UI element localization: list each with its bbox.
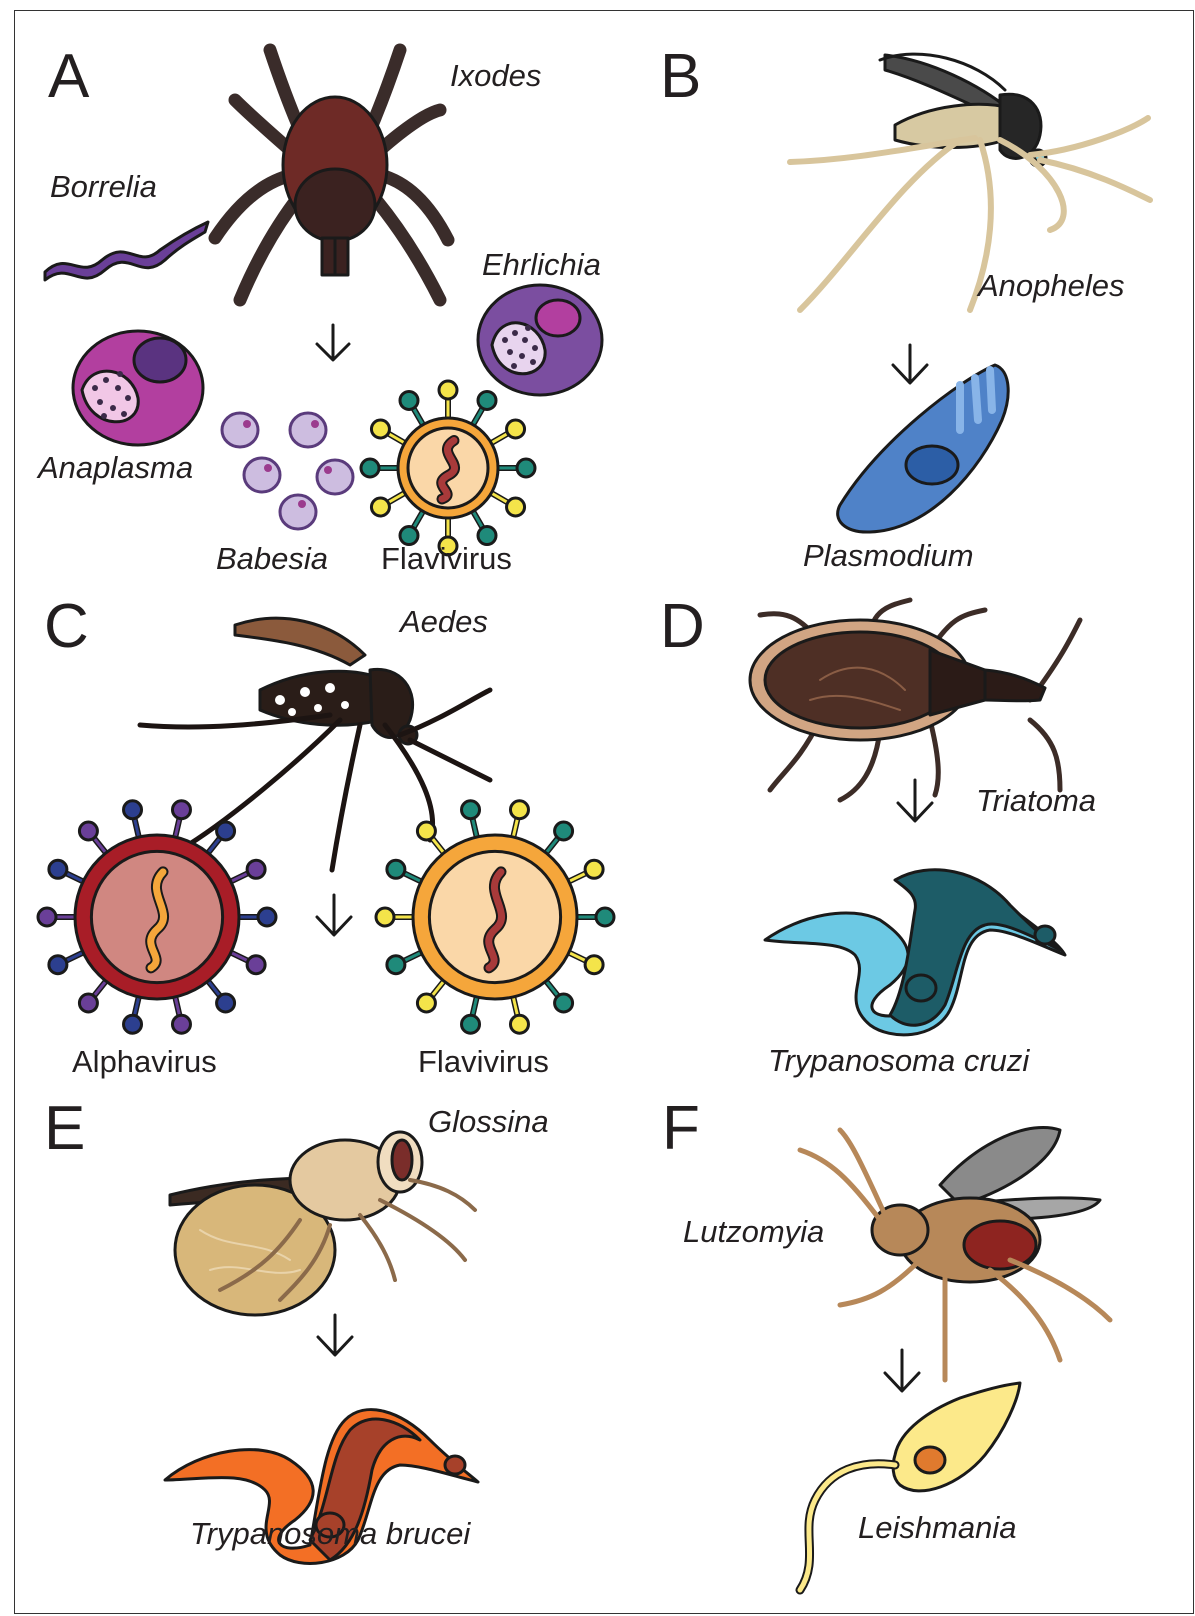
leishmania-promastigote-icon: [800, 1383, 1020, 1590]
flavivirus-c-icon: [376, 801, 614, 1033]
babesia-cluster-icon: [222, 413, 353, 529]
pathogen-label-plasmodium: Plasmodium: [803, 540, 974, 571]
aedes-mosquito-icon: [140, 618, 490, 870]
panel-label-f: F: [662, 1098, 700, 1160]
vector-label-anopheles: Anopheles: [978, 270, 1125, 301]
pathogen-label-borrelia: Borrelia: [50, 171, 157, 202]
vector-label-lutzomyia: Lutzomyia: [683, 1216, 824, 1247]
pathogen-label-anaplasma: Anaplasma: [38, 452, 193, 483]
anaplasma-cell-icon: [73, 331, 203, 445]
arrow-d-icon: [898, 780, 932, 821]
vector-label-aedes: Aedes: [400, 606, 488, 637]
vector-label-ixodes: Ixodes: [450, 60, 541, 91]
trypanosoma-cruzi-icon: [765, 870, 1065, 1035]
pathogen-label-trypanosoma-cruzi: Trypanosoma cruzi: [768, 1045, 1029, 1076]
plasmodium-sporozoite-icon: [838, 365, 1009, 532]
arrow-f-icon: [885, 1350, 919, 1391]
triatoma-bug-icon: [750, 600, 1080, 800]
pathogen-label-trypanosoma-brucei: Trypanosoma brucei: [190, 1518, 470, 1549]
ixodes-tick-icon: [215, 50, 448, 300]
flavivirus-a-icon: [361, 381, 535, 555]
ehrlichia-cell-icon: [478, 285, 602, 395]
vector-label-triatoma: Triatoma: [976, 785, 1096, 816]
panel-label-a: A: [48, 46, 89, 108]
pathogen-label-alphavirus: Alphavirus: [72, 1046, 217, 1077]
pathogen-label-babesia: Babesia: [216, 543, 328, 574]
pathogen-label-ehrlichia: Ehrlichia: [482, 249, 601, 280]
alphavirus-c-icon: [38, 801, 276, 1033]
panel-label-b: B: [660, 46, 701, 108]
panel-label-e: E: [44, 1098, 85, 1160]
borrelia-spirochete-icon: [45, 222, 208, 280]
vector-label-glossina: Glossina: [428, 1106, 549, 1137]
arrow-e-icon: [318, 1315, 352, 1355]
panel-label-c: C: [44, 596, 89, 658]
arrow-a-icon: [317, 325, 349, 360]
pathogen-label-leishmania: Leishmania: [858, 1512, 1017, 1543]
pathogen-label-flavivirus-a: Flavivirus: [381, 543, 512, 574]
arrow-c-icon: [317, 895, 351, 935]
lutzomyia-sandfly-icon: [800, 1127, 1110, 1380]
panel-label-d: D: [660, 596, 705, 658]
arrow-b-icon: [893, 345, 927, 383]
pathogen-label-flavivirus-c: Flavivirus: [418, 1046, 549, 1077]
glossina-tsetse-fly-icon: [170, 1132, 475, 1315]
